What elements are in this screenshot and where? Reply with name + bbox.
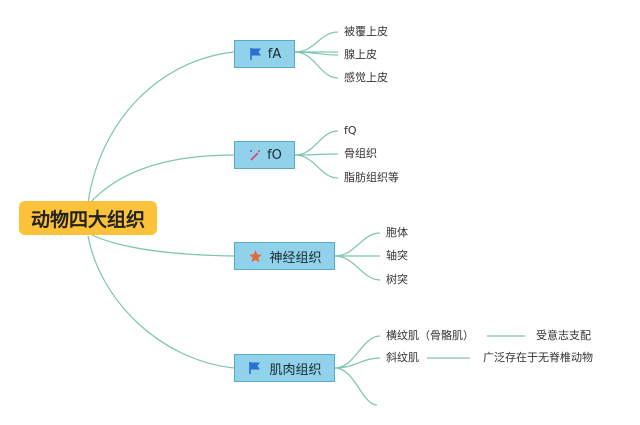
edge-b4-leaf3 bbox=[334, 367, 378, 406]
root-node[interactable]: 动物四大组织 bbox=[19, 201, 157, 235]
edge-b2-leaf3 bbox=[294, 154, 339, 179]
leaf-b4-2[interactable]: 斜纹肌 bbox=[386, 351, 419, 364]
root-label: 动物四大组织 bbox=[30, 208, 145, 231]
orange-star-icon bbox=[247, 248, 263, 264]
leaf-b3-3[interactable]: 树突 bbox=[386, 273, 408, 286]
branch-label-1: fA bbox=[267, 46, 282, 62]
note-striated[interactable]: 受意志支配 bbox=[536, 329, 591, 342]
edge-b1-leaf3 bbox=[294, 51, 339, 79]
leaf-b1-2[interactable]: 腺上皮 bbox=[344, 48, 377, 61]
leaf-b3-1[interactable]: 胞体 bbox=[386, 226, 408, 239]
leaf-b2-1[interactable]: fQ bbox=[344, 124, 357, 137]
magic-wand-icon bbox=[247, 147, 263, 163]
edge-b3-leaf1 bbox=[334, 232, 381, 257]
branch-label-4: 肌肉组织 bbox=[269, 362, 322, 378]
branch-node-4[interactable]: 肌肉组织 bbox=[234, 354, 335, 382]
leaf-b4-1[interactable]: 横纹肌（骨骼肌） bbox=[386, 329, 474, 342]
branch-node-3[interactable]: 神经组织 bbox=[234, 242, 335, 270]
edge-b4-leaf2 bbox=[334, 357, 381, 369]
blue-flag-icon bbox=[247, 360, 263, 376]
branch-node-2[interactable]: fO bbox=[234, 141, 295, 169]
leaf-b2-3[interactable]: 脂肪组织等 bbox=[344, 171, 399, 184]
blue-flag-icon bbox=[248, 46, 264, 62]
edge-b4-leaf1 bbox=[334, 335, 381, 369]
edge-b2-leaf1 bbox=[294, 130, 339, 156]
edge-b3-leaf3 bbox=[334, 255, 381, 281]
branch-label-2: fO bbox=[267, 147, 282, 163]
note-oblique[interactable]: 广泛存在于无脊椎动物 bbox=[483, 351, 593, 364]
leaf-b1-1[interactable]: 被覆上皮 bbox=[344, 25, 388, 38]
edge-root-to-branch-1 bbox=[87, 51, 235, 204]
edge-b1-leaf1 bbox=[294, 31, 339, 53]
edge-root-to-branch-3 bbox=[91, 234, 235, 257]
branch-label-3: 神经组织 bbox=[269, 250, 322, 266]
leaf-b1-3[interactable]: 感觉上皮 bbox=[344, 71, 388, 84]
edge-root-to-branch-2 bbox=[89, 154, 235, 204]
branch-node-1[interactable]: fA bbox=[234, 40, 295, 68]
leaf-b2-2[interactable]: 骨组织 bbox=[344, 147, 377, 160]
leaf-b3-2[interactable]: 轴突 bbox=[386, 249, 408, 262]
edge-root-to-branch-4 bbox=[87, 235, 235, 369]
